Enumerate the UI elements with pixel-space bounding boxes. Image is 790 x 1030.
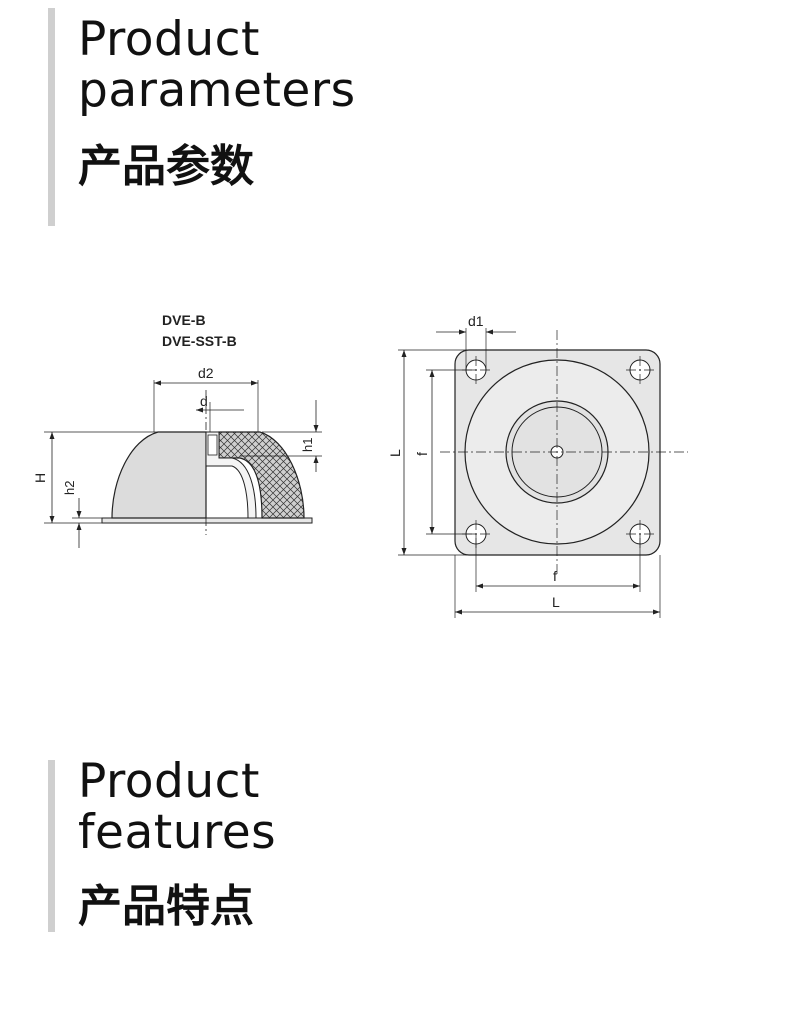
title-en-line-1: Product xyxy=(78,12,260,67)
dim-h2-label: h2 xyxy=(62,481,77,495)
threaded-hole xyxy=(207,434,218,456)
dim-d1-label: d1 xyxy=(468,313,484,329)
product-features-section: Product features 产品特点 xyxy=(48,756,748,932)
side-view: DVE-B DVE-SST-B d2 d h1 H xyxy=(32,312,322,548)
title-en-line-1: Product xyxy=(78,754,260,809)
base-plate xyxy=(101,517,313,524)
section-accent-bar xyxy=(48,760,55,932)
dim-f-horizontal-label: f xyxy=(553,568,557,584)
dim-h1-label: h1 xyxy=(300,438,315,452)
dim-f-vertical-label: f xyxy=(414,452,430,456)
product-parameters-section: Product parameters 产品参数 xyxy=(48,8,748,226)
dim-d2-label: d2 xyxy=(198,365,214,381)
title-en-line-2: parameters xyxy=(78,63,356,118)
model-label-dve-sst-b: DVE-SST-B xyxy=(162,333,237,349)
dim-L-vertical-label: L xyxy=(387,449,403,457)
section-title-en: Product parameters xyxy=(78,14,356,116)
model-label-dve-b: DVE-B xyxy=(162,312,206,328)
dim-L-horizontal-label: L xyxy=(552,594,560,610)
section-title-cn: 产品参数 xyxy=(78,141,254,192)
title-en-line-2: features xyxy=(78,805,277,860)
rubber-body-outer xyxy=(111,431,207,519)
rubber-body-section xyxy=(218,431,305,519)
section-title-en: Product features xyxy=(78,756,276,858)
metal-insert xyxy=(205,431,257,519)
dim-d-label: d xyxy=(200,393,208,409)
section-title-cn: 产品特点 xyxy=(78,881,254,932)
top-view: d1 L f f L xyxy=(387,313,688,618)
section-accent-bar xyxy=(48,8,55,226)
technical-drawing: DVE-B DVE-SST-B d2 d h1 H xyxy=(32,312,688,618)
dim-H-label: H xyxy=(32,473,48,483)
